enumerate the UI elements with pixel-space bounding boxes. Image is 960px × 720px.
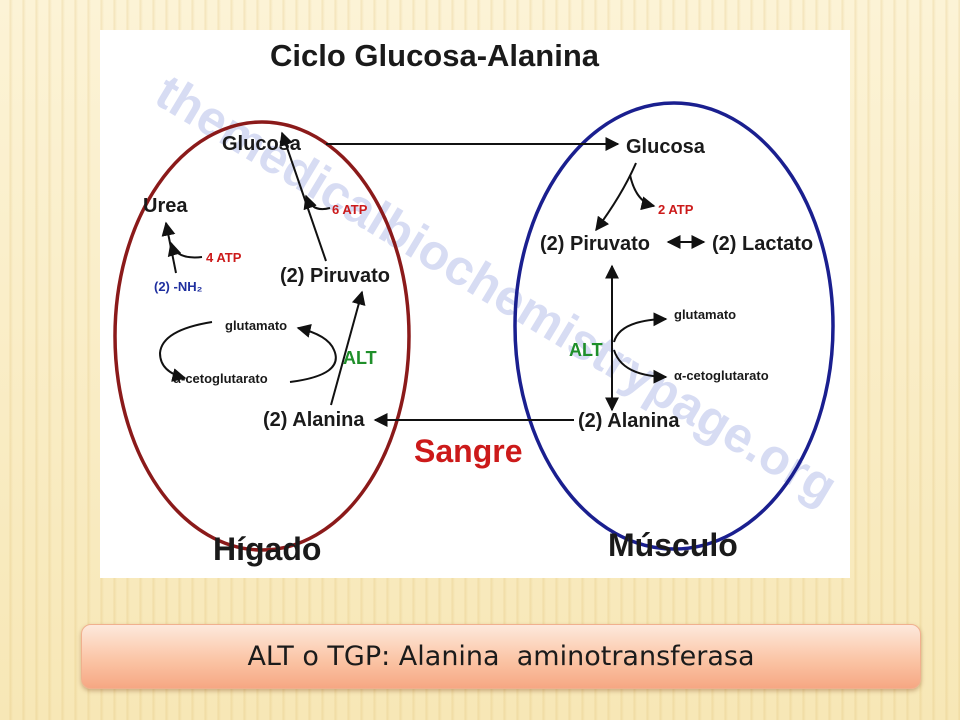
2atp-arrow — [629, 174, 656, 211]
liver-glutamato-label: glutamato — [225, 318, 287, 333]
muscle-ellipse — [513, 101, 835, 551]
liver-alt-label: ALT — [343, 348, 377, 368]
liver-alt-arc — [289, 324, 337, 383]
liver-alanina-label: (2) Alanina — [263, 409, 365, 431]
nh2-to-urea-arrow — [161, 221, 177, 274]
muscle-alanina-label: (2) Alanina — [578, 410, 680, 432]
muscle-lactato-label: (2) Lactato — [712, 233, 813, 255]
liver-cetoglutarato-label: α-cetoglutarato — [173, 371, 268, 386]
muscle-alt-upper-arc — [613, 312, 668, 343]
glucose-to-pyruvate-arrow — [595, 162, 637, 232]
liver-urea-label: Urea — [143, 195, 188, 217]
muscle-piruvato-label: (2) Piruvato — [540, 233, 650, 255]
caption-box: ALT o TGP: Alanina aminotransferasa — [81, 624, 921, 689]
liver-nh2-label: (2) -NH₂ — [154, 279, 203, 294]
sangre-label: Sangre — [414, 433, 522, 469]
musculo-label: Músculo — [608, 527, 738, 563]
glucose-alanine-cycle-diagram: themedicalbiochemistrypage.org Ciclo Glu… — [113, 38, 847, 567]
muscle-2atp-label: 2 ATP — [658, 202, 694, 217]
muscle-glucosa-label: Glucosa — [626, 136, 706, 158]
liver-4atp-label: 4 ATP — [206, 250, 242, 265]
liver-ellipse — [113, 120, 411, 552]
6atp-arrow — [303, 194, 331, 211]
liver-6atp-label: 6 ATP — [332, 202, 368, 217]
liver-glucosa-label: Glucosa — [222, 133, 302, 155]
liver-glutamate-cycle-arc — [158, 321, 213, 382]
alanine-to-pyruvate-arrow — [330, 290, 366, 406]
muscle-alt-lower-arc — [613, 349, 668, 384]
muscle-cetoglutarato-label: α-cetoglutarato — [674, 368, 769, 383]
caption-text: ALT o TGP: Alanina aminotransferasa — [247, 641, 755, 672]
muscle-glutamato-label: glutamato — [674, 307, 736, 322]
higado-label: Hígado — [213, 531, 321, 567]
4atp-arrow — [167, 241, 203, 259]
diagram-title: Ciclo Glucosa-Alanina — [270, 38, 600, 73]
muscle-alt-label: ALT — [569, 340, 603, 360]
diagram-image: themedicalbiochemistrypage.org Ciclo Glu… — [100, 30, 850, 578]
liver-piruvato-label: (2) Piruvato — [280, 265, 390, 287]
